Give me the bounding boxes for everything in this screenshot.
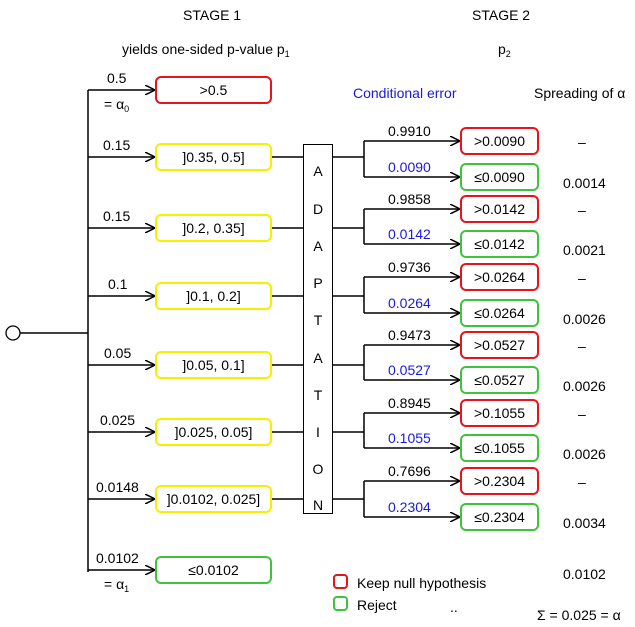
spreading-value: – — [578, 134, 586, 150]
branch-probability: 0.025 — [100, 412, 136, 428]
spreading-header: Spreading of α — [534, 85, 626, 101]
conditional-error-lower: 0.0527 — [388, 362, 431, 378]
legend-dots: .. — [450, 599, 458, 615]
stage2-reject-box: ≤0.0090 — [460, 163, 539, 191]
stage1-title: STAGE 1 — [183, 7, 242, 23]
spreading-value: 0.0026 — [563, 378, 606, 394]
spreading-value: – — [578, 202, 586, 218]
alpha-index: 0 — [124, 104, 130, 114]
conditional-error-upper: 0.9858 — [388, 191, 431, 207]
spreading-value: 0.0034 — [563, 515, 606, 531]
legend-keep-label: Keep null hypothesis — [357, 575, 487, 591]
legend-reject-swatch — [333, 596, 348, 611]
stage1-interval-box: ]0.1, 0.2] — [155, 282, 272, 310]
conditional-error-upper: 0.7696 — [388, 463, 431, 479]
stage2-keep-box: >0.0264 — [460, 263, 539, 291]
adaptation-letter: I — [316, 424, 320, 440]
adaptation-letter: O — [312, 461, 324, 477]
stage2-keep-box: >0.0142 — [460, 195, 539, 223]
adaptation-letter: N — [312, 497, 324, 513]
branch-probability: 0.0148 — [96, 479, 139, 495]
stage1-interval-box: ]0.35, 0.5] — [155, 143, 272, 171]
stage2-keep-box: >0.0090 — [460, 127, 539, 155]
branch-probability: 0.1 — [108, 276, 128, 292]
conditional-error-upper: 0.9736 — [388, 259, 431, 275]
conditional-error-lower: 0.2304 — [388, 499, 431, 515]
adaptation-letter: A — [313, 238, 323, 254]
stage2-reject-box: ≤0.0264 — [460, 299, 539, 327]
stage2-keep-box: >0.2304 — [460, 467, 539, 495]
branch-probability: 0.15 — [103, 208, 131, 224]
stage2-keep-box: >0.0527 — [460, 331, 539, 359]
branch-probability: 0.15 — [103, 137, 131, 153]
stage2-reject-box: ≤0.0142 — [460, 230, 539, 258]
stage2-title: STAGE 2 — [472, 7, 531, 23]
stage1-interval-box: ]0.025, 0.05] — [155, 418, 272, 446]
branch-probability: 0.05 — [104, 345, 132, 361]
stage1-interval-box: ]0.05, 0.1] — [155, 351, 272, 379]
spreading-value: 0.0026 — [563, 311, 606, 327]
conditional-error-lower: 0.0264 — [388, 295, 431, 311]
adaptation-letter: P — [313, 275, 323, 291]
branch-probability: 0.0102 — [96, 550, 139, 566]
conditional-error-upper: 0.8945 — [388, 395, 431, 411]
conditional-error-upper: 0.9473 — [388, 327, 431, 343]
alpha-text: = α — [104, 96, 125, 112]
stage1-subtitle: yields one-sided p-value p1 — [122, 41, 290, 59]
stage1-interval-box: ]0.0102, 0.025] — [155, 485, 272, 513]
spreading-value: – — [578, 270, 586, 286]
adaptation-letter: T — [313, 387, 323, 403]
conditional-error-upper: 0.9910 — [388, 123, 431, 139]
alpha-index: 1 — [124, 584, 130, 594]
stage2-reject-box: ≤0.0527 — [460, 366, 539, 394]
alpha-sum: Σ = 0.025 = α — [537, 607, 621, 623]
branch-alpha-label: = α0 — [104, 97, 129, 114]
adaptation-letter: T — [313, 312, 323, 328]
stage2-keep-box: >0.1055 — [460, 399, 539, 427]
legend-reject-label: Reject — [357, 597, 397, 613]
spreading-value: 0.0102 — [563, 566, 606, 582]
stage1-interval-box: ]0.2, 0.35] — [155, 214, 272, 242]
adaptation-letter: D — [312, 201, 324, 217]
stage2-reject-box: ≤0.1055 — [460, 434, 539, 462]
p2-label: p2 — [498, 41, 511, 59]
stage1-interval-box: >0.5 — [155, 76, 272, 104]
adaptation-letter: A — [313, 163, 323, 179]
conditional-error-header: Conditional error — [353, 85, 457, 101]
spreading-value: – — [578, 474, 586, 490]
spreading-value: – — [578, 406, 586, 422]
spreading-value: – — [578, 338, 586, 354]
adaptation-box: A D A P T A T I O N — [303, 144, 333, 514]
spreading-value: 0.0026 — [563, 446, 606, 462]
root-node — [5, 325, 21, 341]
alpha-text: = α — [104, 576, 125, 592]
branch-probability: 0.5 — [107, 70, 127, 86]
adaptation-letter: A — [313, 350, 323, 366]
spreading-value: 0.0021 — [563, 242, 606, 258]
legend-keep-swatch — [333, 574, 348, 589]
conditional-error-lower: 0.0142 — [388, 226, 431, 242]
conditional-error-lower: 0.1055 — [388, 430, 431, 446]
stage1-interval-box: ≤0.0102 — [155, 556, 272, 584]
spreading-value: 0.0014 — [563, 175, 606, 191]
conditional-error-lower: 0.0090 — [388, 159, 431, 175]
stage2-reject-box: ≤0.2304 — [460, 503, 539, 531]
branch-alpha-label: = α1 — [104, 577, 129, 594]
